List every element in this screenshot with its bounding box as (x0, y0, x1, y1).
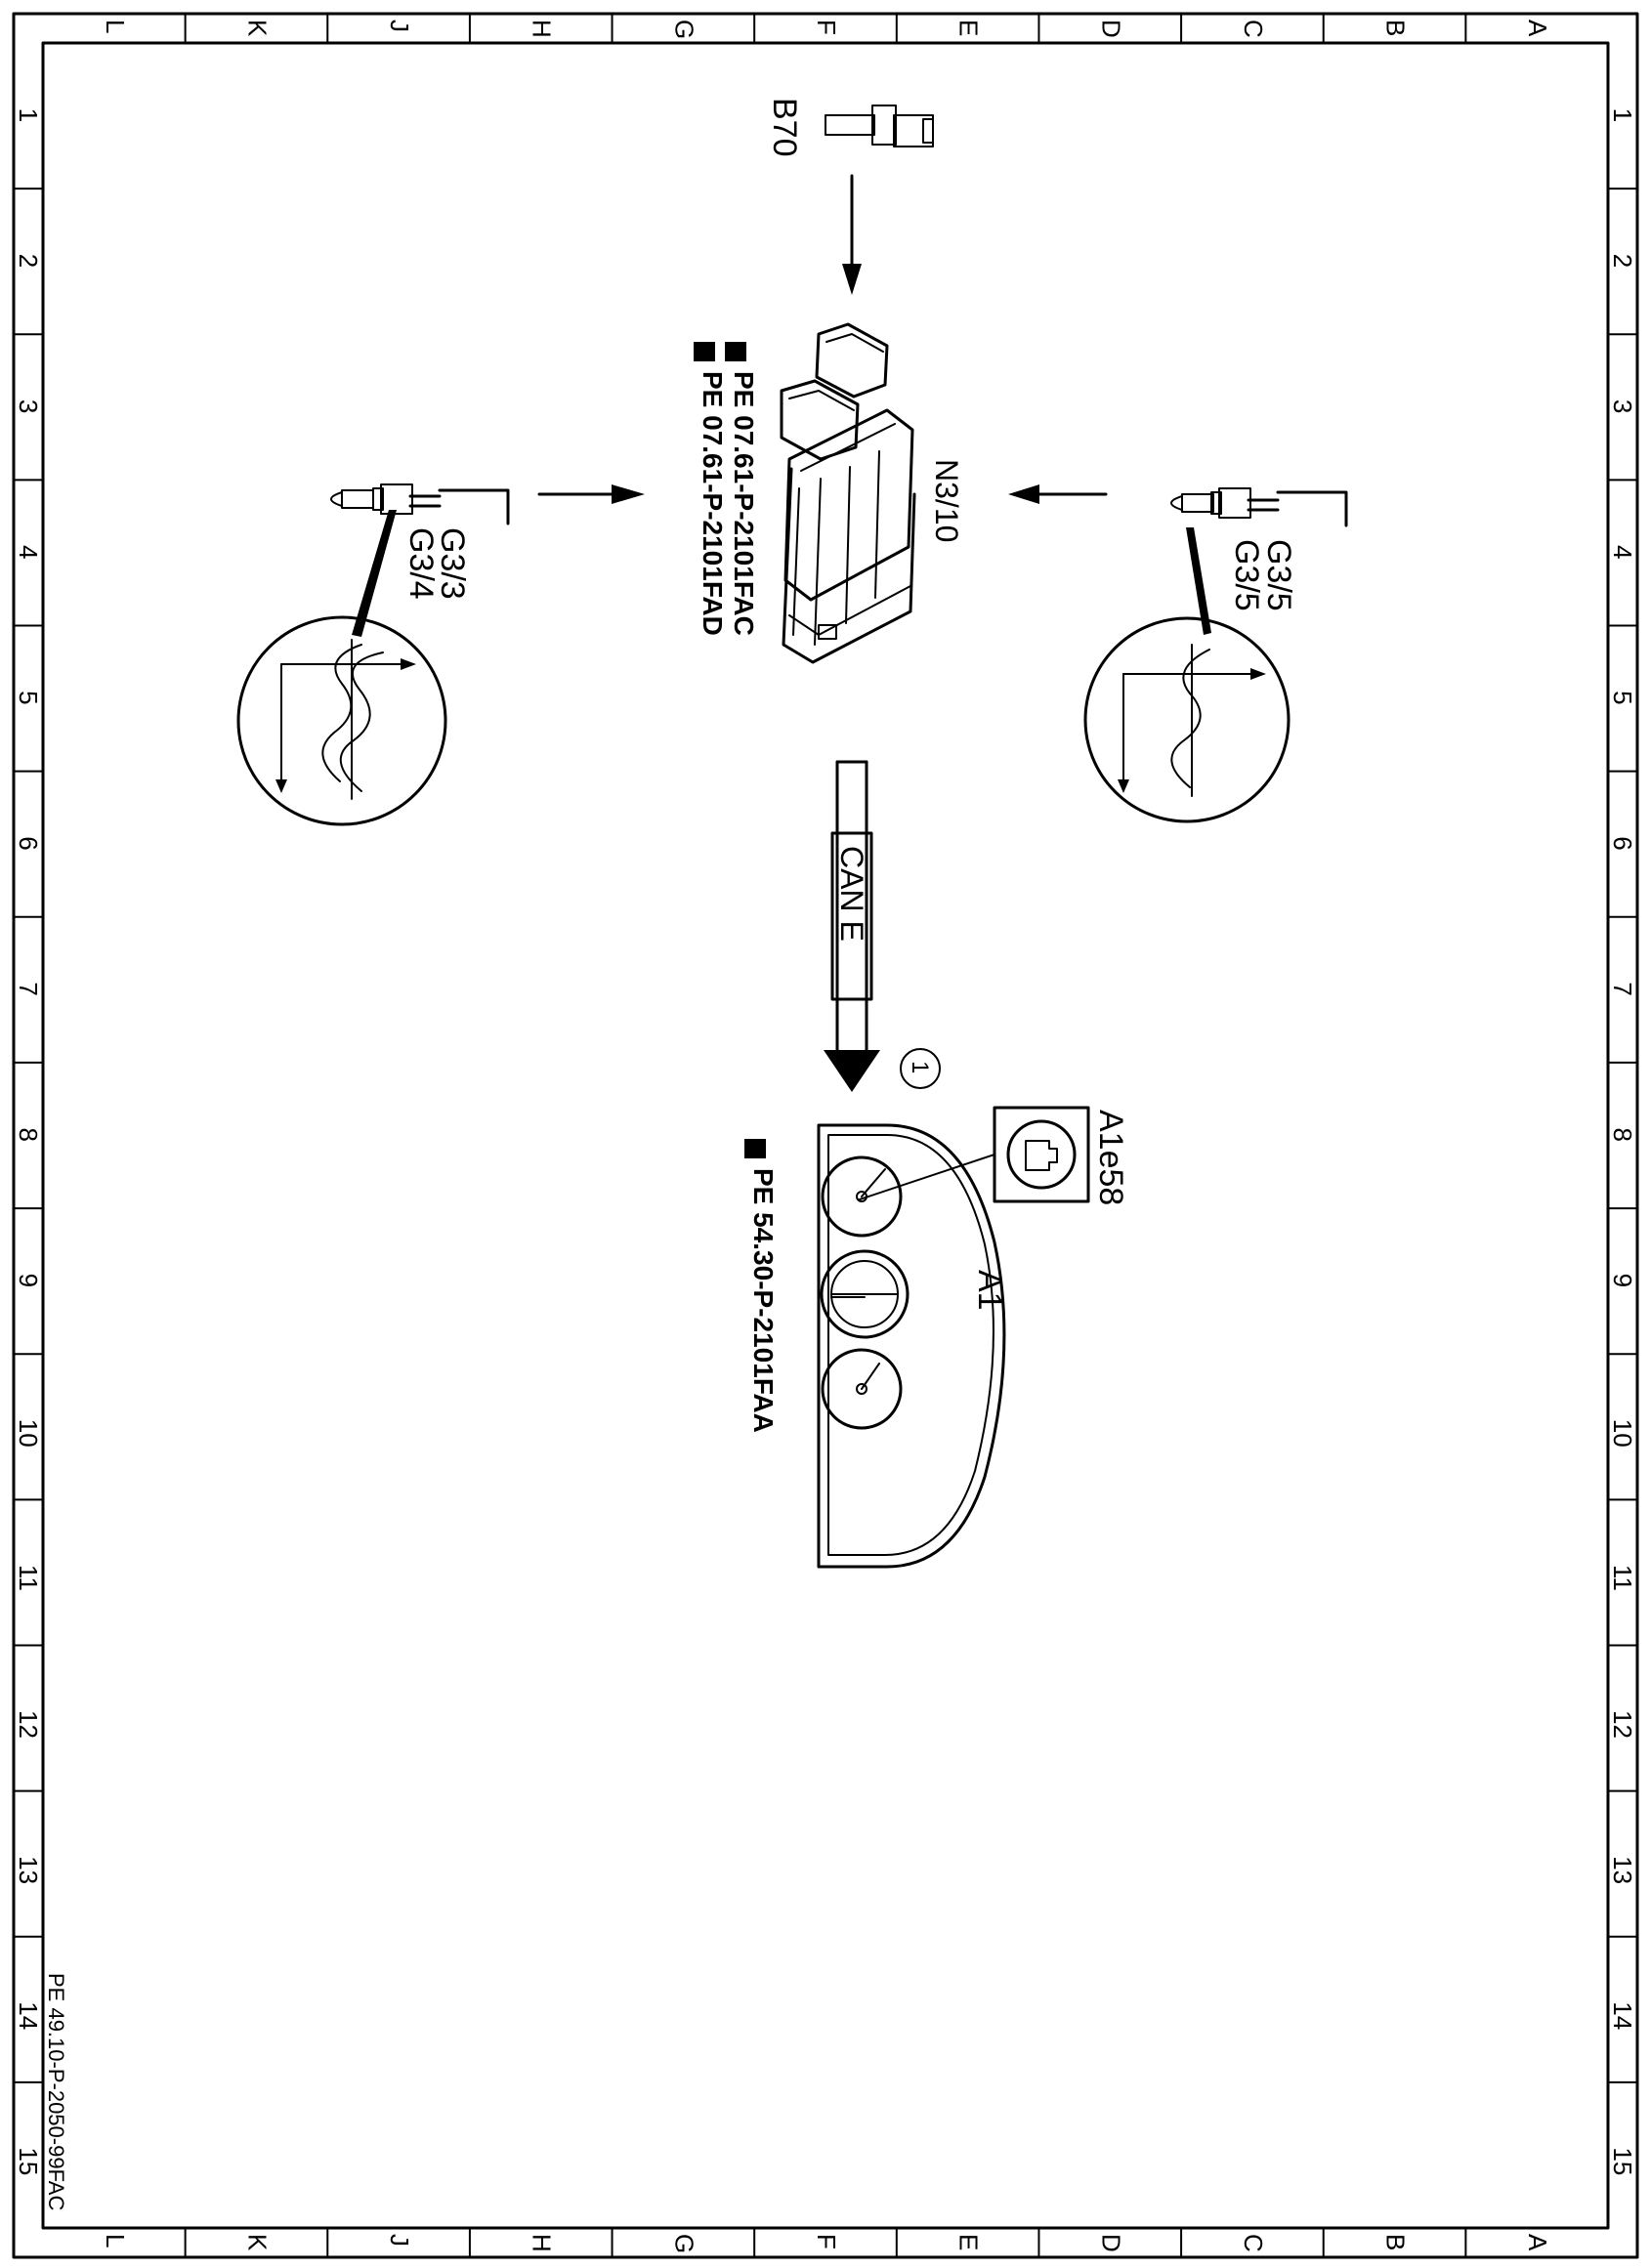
n3-10-reference-1: PE 07.61-P-2101FAC (729, 371, 759, 636)
grid-column-label: G (669, 2234, 698, 2253)
n3-10-reference-2: PE 07.61-P-2101FAD (698, 371, 728, 636)
can-e-label: CAN E (834, 846, 869, 942)
grid-row-label: 6 (1608, 836, 1637, 850)
grid-row-label: 1 (1608, 108, 1637, 122)
grid-row-label: 14 (14, 2001, 43, 2030)
grid-row-label: 5 (14, 691, 43, 704)
grid-row-label: 2 (14, 254, 43, 268)
grid-row-label: 8 (1608, 1128, 1637, 1142)
sensor-right-label-1: G3/5 (1260, 539, 1297, 611)
svg-text:1: 1 (907, 1061, 933, 1073)
grid-column-label: E (954, 20, 984, 36)
grid-row-label: 12 (14, 1710, 43, 1739)
grid-column-label: A (1523, 20, 1552, 37)
grid-column-label: H (528, 2234, 557, 2252)
a1-label: A1 (971, 1270, 1008, 1311)
grid-row-label: 7 (1608, 982, 1637, 995)
sensor-right-waveform-detail (1083, 616, 1290, 823)
o2-sensor-right-icon (1170, 487, 1348, 527)
o2-sensor-left-icon (330, 483, 510, 525)
grid-row-label: 14 (1608, 2001, 1637, 2030)
grid-column-label: B (1381, 2234, 1411, 2250)
n3-10-label: N3/10 (929, 459, 964, 542)
grid-row-label: 11 (14, 1565, 43, 1591)
grid-row-label: 15 (14, 2147, 43, 2175)
grid-row-label: 15 (1608, 2147, 1637, 2175)
sensor-right-callout-wedge (1186, 527, 1211, 635)
arrow-b70-to-n3-10 (842, 174, 862, 295)
grid-column-label: D (1096, 2234, 1125, 2252)
grid-column-label: H (528, 20, 557, 38)
grid-column-label: D (1096, 20, 1125, 38)
grid-column-label: C (1239, 20, 1268, 38)
sensor-right-label-2: G3/5 (1228, 539, 1265, 611)
grid-column-label: A (1523, 2234, 1552, 2251)
b70-sensor-icon (825, 105, 934, 147)
grid-row-label: 6 (14, 836, 43, 850)
grid-column-label: K (242, 2234, 272, 2251)
outer-frame (12, 12, 1639, 2259)
grid-column-label: E (954, 2234, 984, 2250)
grid-column-label: C (1239, 2234, 1268, 2252)
grid-row-label: 8 (14, 1128, 43, 1142)
can-e-bus-line (824, 760, 880, 1092)
n3-10-control-unit-icon (780, 322, 916, 664)
grid-row-label: 11 (1608, 1565, 1637, 1591)
hand-pointer-icon-a1 (744, 1139, 766, 1158)
sensor-left-label-1: G3/3 (434, 527, 471, 600)
grid-column-label: L (101, 20, 130, 33)
grid-row-label: 9 (14, 1274, 43, 1287)
grid-column-label: J (385, 20, 414, 32)
a1-reference: PE 54.30-P-2101FAA (748, 1168, 779, 1433)
hand-pointer-icon (694, 342, 746, 361)
grid-row-label: 7 (14, 982, 43, 995)
inner-frame (41, 41, 1610, 2230)
grid-row-label: 10 (1608, 1419, 1637, 1448)
sensor-left-waveform-detail (236, 615, 447, 826)
a1e58-label: A1e58 (1092, 1110, 1129, 1205)
grid-row-label: 1 (14, 108, 43, 122)
grid-row-label: 9 (1608, 1274, 1637, 1287)
arrow-g3-3-to-n3-10 (537, 484, 645, 504)
arrow-g3-5-to-n3-10 (1008, 484, 1108, 504)
grid-row-label: 4 (14, 545, 43, 559)
grid-column-label: K (242, 20, 272, 37)
a1e58-engine-warning-lamp (859, 1106, 1090, 1203)
grid-row-label: 10 (14, 1419, 43, 1448)
callout-1-badge: 1 (900, 1048, 941, 1089)
sensor-left-callout-wedge (352, 510, 397, 637)
grid-column-label: F (812, 20, 841, 35)
grid-row-label: 3 (1608, 399, 1637, 413)
grid-column-label: B (1381, 20, 1411, 36)
grid-row-label: 2 (1608, 254, 1637, 268)
a1-instrument-cluster-icon (817, 1123, 1006, 1569)
sensor-left-label-2: G3/4 (402, 527, 440, 600)
b70-label: B70 (766, 98, 803, 157)
grid-row-label: 4 (1608, 545, 1637, 559)
grid-row-label: 13 (14, 1856, 43, 1884)
grid-column-label: L (101, 2234, 130, 2247)
document-id: PE 49.10-P-2050-99FAC (44, 1973, 68, 2210)
grid-row-label: 13 (1608, 1856, 1637, 1884)
grid-column-label: F (812, 2234, 841, 2249)
grid-row-label: 12 (1608, 1710, 1637, 1739)
grid-row-label: 5 (1608, 691, 1637, 704)
grid-column-label: J (385, 2234, 414, 2247)
grid-row-label: 3 (14, 399, 43, 413)
grid-column-label: G (669, 20, 698, 39)
